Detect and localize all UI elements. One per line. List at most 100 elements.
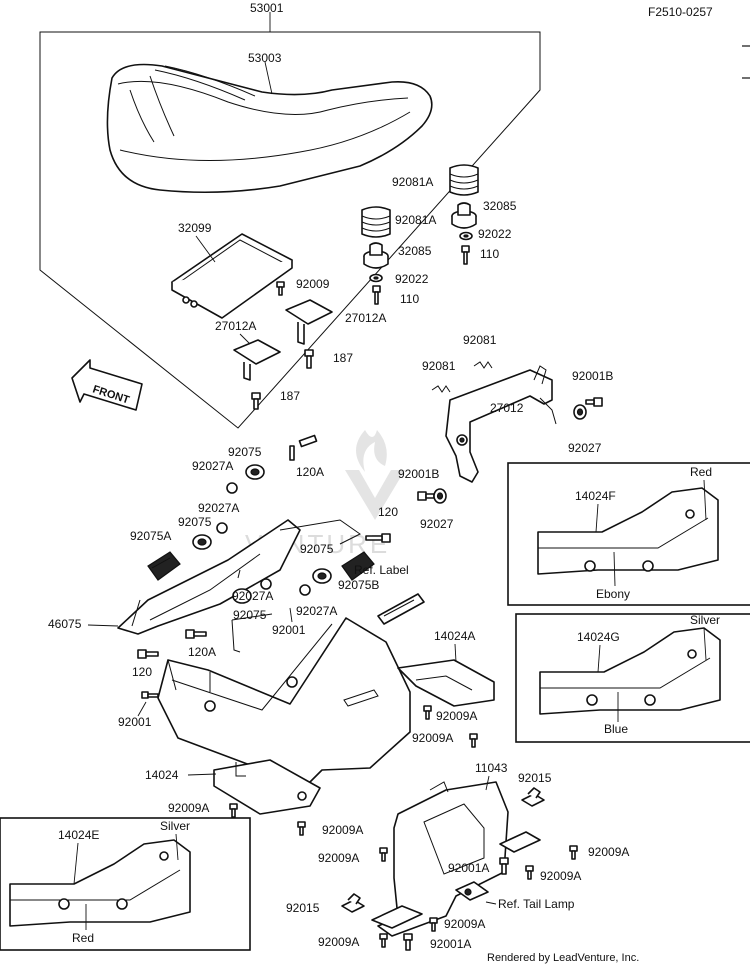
washer-icon-top[interactable] [459,231,473,241]
tray-icon[interactable] [171,233,293,319]
callout-hinge-27012[interactable]: 27012 [490,401,524,415]
callout-bolt-92001b-right[interactable]: 92001B [572,369,613,383]
callout-tray[interactable]: 32099 [178,221,212,235]
screw-icon-92009a-9[interactable] [379,933,388,948]
rear-cowl-icon[interactable] [157,613,411,801]
collar-icon-92075-4[interactable] [312,568,332,584]
callout-bolt-110-top[interactable]: 110 [480,247,499,261]
nut-icon-92015-left[interactable] [341,893,365,913]
screw-icon-92009a-6[interactable] [379,847,388,862]
nut-icon-92027a-4[interactable] [299,584,311,596]
spring-icon-top[interactable] [449,164,479,196]
bolt-icon-92001-left[interactable] [141,691,159,699]
cover-icon-14024[interactable] [213,759,321,815]
callout-washer-mid[interactable]: 92022 [395,272,429,286]
callout-bolt-120-left[interactable]: 120 [132,665,152,679]
callout-collar-92075-top[interactable]: 92075 [228,445,262,459]
bolt-icon-92001a-1[interactable] [499,857,509,875]
screw-icon-92009a-3[interactable] [229,803,238,818]
callout-damper-top[interactable]: 32085 [483,199,517,213]
screw-icon-92009a-4[interactable] [297,821,306,836]
callout-screw-92009a-1[interactable]: 92009A [436,709,477,723]
callout-nut-92027a-4[interactable]: 92027A [296,604,337,618]
bolt-icon-92001b-mid[interactable] [417,491,435,501]
callout-ref-tail-lamp[interactable]: Ref. Tail Lamp [498,897,575,911]
callout-bracket-27012a-right[interactable]: 27012A [345,311,386,325]
callout-bolt-92001-mid[interactable]: 92001 [272,623,306,637]
callout-nut-92015-left[interactable]: 92015 [286,901,320,915]
callout-nut-92027a-2[interactable]: 92027A [198,501,239,515]
bracket-icon-right[interactable] [285,299,333,345]
callout-nut-92027a-3[interactable]: 92027A [232,589,273,603]
nut-icon-92027-right[interactable] [573,404,587,420]
callout-nut-92027-right[interactable]: 92027 [568,441,602,455]
callout-bolt-92001a-2[interactable]: 92001A [430,937,471,951]
callout-seat-assembly[interactable]: 53001 [250,1,284,15]
callout-cover-14024[interactable]: 14024 [145,768,179,782]
callout-bracket-11043[interactable]: 11043 [475,761,508,775]
callout-bracket-27012a-left[interactable]: 27012A [215,319,256,333]
callout-bolt-120a-low[interactable]: 120A [188,645,216,659]
callout-grip-92075a[interactable]: 92075A [130,529,171,543]
bolt-icon-187-left[interactable] [251,392,261,410]
callout-seat-cover[interactable]: 53003 [248,51,282,65]
bolt-icon-120a-top[interactable] [289,434,318,461]
nut-icon-92027a-2[interactable] [216,522,228,534]
callout-collar-92075-3[interactable]: 92075 [300,542,334,556]
callout-screw-92009a-5[interactable]: 92009A [588,845,629,859]
screw-icon-92009a-8[interactable] [429,917,438,932]
callout-cover-14024a[interactable]: 14024A [434,629,475,643]
washer-icon-mid[interactable] [369,273,383,283]
screw-icon-92009a-7[interactable] [525,865,534,880]
nut-icon-92027a-top[interactable] [226,482,238,494]
callout-screw-92009a-9[interactable]: 92009A [318,935,359,949]
bracket-icon-left[interactable] [233,339,281,381]
screw-icon-92009a-2[interactable] [469,733,478,748]
collar-icon-92075-2[interactable] [192,534,212,550]
damper-icon-mid[interactable] [363,242,389,269]
callout-screw-92009a-2[interactable]: 92009A [412,731,453,745]
callout-ref-label[interactable]: Ref. Label [354,563,409,577]
damper-icon-top[interactable] [451,202,477,229]
hinge-bracket-icon[interactable] [445,365,557,483]
callout-washer-top[interactable]: 92022 [478,227,512,241]
callout-spring-92081-top[interactable]: 92081 [463,333,497,347]
callout-nut-92027a-top[interactable]: 92027A [192,459,233,473]
plate-icon[interactable] [499,831,541,853]
nut-icon-92015-right[interactable] [521,787,545,807]
callout-screw-92009a-6[interactable]: 92009A [318,851,359,865]
bolt-icon-110-mid[interactable] [372,285,381,305]
bolt-icon-187-right[interactable] [304,349,314,369]
bolt-icon-120a-low[interactable] [185,629,207,639]
bolt-icon-92001b-right[interactable] [585,397,603,407]
callout-bolt-110-mid[interactable]: 110 [400,292,419,306]
callout-bolt-92001b-mid[interactable]: 92001B [398,467,439,481]
callout-collar-92075-2[interactable]: 92075 [178,515,212,529]
tail-lamp-bracket-icon[interactable] [455,881,489,901]
callout-spring-a-mid[interactable]: 92081A [395,213,436,227]
callout-bolt-92001-left[interactable]: 92001 [118,715,152,729]
nut-icon-92027-mid[interactable] [433,488,447,504]
spring-icon-92081-left[interactable] [431,385,451,393]
spring-icon-mid[interactable] [361,206,391,238]
callout-bolt-120a-top[interactable]: 120A [296,465,324,479]
callout-bolt-187-right[interactable]: 187 [333,351,353,365]
spring-icon-92081-top[interactable] [473,361,493,369]
collar-icon-92075-5[interactable] [232,588,252,604]
bolt-icon-110-top[interactable] [461,245,470,265]
nut-icon-92027a-3[interactable] [260,578,272,590]
callout-grab-rail[interactable]: 46075 [48,617,82,631]
callout-bolt-92001a-1[interactable]: 92001A [448,861,489,875]
callout-grip-92075b[interactable]: 92075B [338,578,379,592]
grip-icon-92075b[interactable] [341,551,375,581]
seat-icon[interactable] [106,63,433,194]
callout-bolt-187-left[interactable]: 187 [280,389,300,403]
callout-damper-mid[interactable]: 32085 [398,244,432,258]
callout-bolt-120-right[interactable]: 120 [378,505,398,519]
callout-screw-92009a-8[interactable]: 92009A [444,917,485,931]
callout-screw-92009a-4[interactable]: 92009A [322,823,363,837]
callout-spring-92081-left[interactable]: 92081 [422,359,456,373]
ref-label-icon[interactable] [377,593,425,625]
callout-nut-92027-mid[interactable]: 92027 [420,517,454,531]
screw-icon-92009a-1[interactable] [423,705,432,720]
